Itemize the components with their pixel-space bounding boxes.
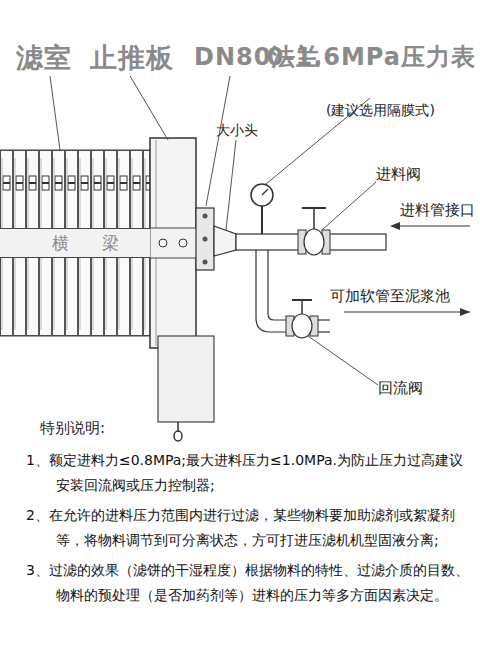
note-item: 2、在允许的进料压力范围内进行过滤，某些物料要加助滤剂或絮凝剂等，将物料调节到可… — [0, 503, 472, 553]
part-name: 进料阀 — [376, 166, 421, 183]
part-name: 可加软管至泥浆池 — [330, 288, 450, 305]
note-text: (建议选用隔膜式) — [326, 102, 435, 118]
note-item: 3、过滤的效果（滤饼的干湿程度）根据物料的特性、过滤介质的目数、物料的预处理（是… — [0, 558, 472, 608]
section-heading: 特别说明: — [40, 420, 105, 437]
beam: 横 梁 — [0, 228, 150, 258]
notes-area: 1、额定进料力≤0.8MPa;最大进料压力≤1.0MPa.为防止压力过高建议安装… — [0, 448, 472, 613]
part-name: 回流阀 — [378, 380, 423, 397]
part-name: 止推板 — [90, 42, 174, 73]
beam-label: 横 梁 — [0, 232, 119, 255]
part-name: 大小头 — [216, 122, 258, 138]
note-item: 1、额定进料力≤0.8MPa;最大进料压力≤1.0MPa.为防止压力过高建议安装… — [0, 448, 472, 498]
part-name: 滤室 — [16, 42, 72, 73]
part-name: 0-1.6MPa压力表 — [267, 44, 476, 72]
part-name: 进料管接口 — [400, 202, 475, 219]
